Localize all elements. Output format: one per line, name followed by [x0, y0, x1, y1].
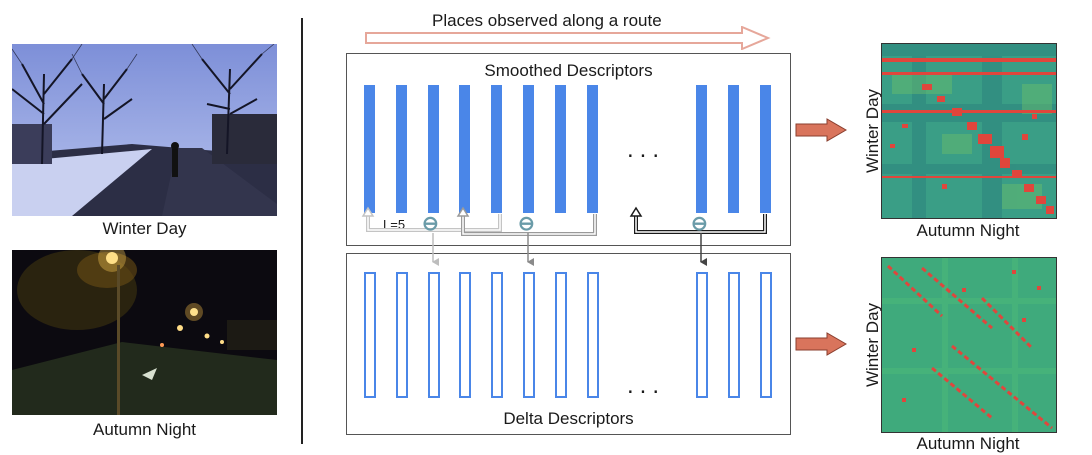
- delta-descriptor-bar: [396, 272, 408, 398]
- photo-caption-autumn-night: Autumn Night: [93, 420, 196, 439]
- smoothed-descriptor-bar: [555, 85, 566, 213]
- delta-descriptor-bar: [728, 272, 740, 398]
- subtract-icon: ⊖: [422, 213, 439, 235]
- right-arrow-icon: [795, 332, 847, 356]
- matrix-x-label: Autumn Night: [916, 221, 1020, 240]
- route-label: Places observed along a route: [432, 11, 662, 30]
- smoothed-descriptor-bar: [523, 85, 534, 213]
- smoothed-descriptor-bar: [459, 85, 470, 213]
- smoothed-ellipsis: ...: [627, 136, 666, 163]
- matrix-y-label: Winter Day: [863, 302, 882, 388]
- smoothed-descriptor-bar: [728, 85, 739, 213]
- smoothed-descriptors-title: Smoothed Descriptors: [484, 61, 653, 80]
- delta-descriptor-bar: [760, 272, 772, 398]
- winter-day-photo: [12, 44, 277, 216]
- delta-descriptor-bar: [696, 272, 708, 398]
- smoothed-descriptor-bar: [396, 85, 407, 213]
- smoothed-descriptor-bar: [696, 85, 707, 213]
- smoothed-descriptor-bar: [760, 85, 771, 213]
- delta-descriptor-bar: [555, 272, 567, 398]
- section-divider: [301, 18, 303, 444]
- delta-descriptor-bar: [428, 272, 440, 398]
- delta-descriptors-panel: ... Delta Descriptors: [346, 253, 791, 435]
- route-arrow: [365, 26, 771, 50]
- delta-descriptor-bar: [587, 272, 599, 398]
- matrix-y-label: Winter Day: [863, 88, 882, 174]
- delta-descriptor-bar: [523, 272, 535, 398]
- difference-connectors: [361, 206, 767, 266]
- smoothed-descriptor-bar: [587, 85, 598, 213]
- matrix-x-label: Autumn Night: [916, 434, 1020, 453]
- autumn-night-photo: [12, 250, 277, 415]
- smoothed-descriptor-bar: [491, 85, 502, 213]
- photo-caption-winter-day: Winter Day: [102, 219, 187, 238]
- smoothed-descriptor-bar: [364, 85, 375, 213]
- smoothed-descriptor-bar: [428, 85, 439, 213]
- delta-descriptors-title: Delta Descriptors: [503, 409, 634, 428]
- subtract-icon: ⊖: [691, 213, 708, 235]
- subtract-icon: ⊖: [518, 213, 535, 235]
- smoothed-descriptors-panel: Smoothed Descriptors ... L=5: [346, 53, 791, 246]
- smoothed-similarity-matrix: [881, 43, 1057, 219]
- delta-descriptor-bar: [364, 272, 376, 398]
- delta-descriptor-bar: [491, 272, 503, 398]
- delta-descriptor-bar: [459, 272, 471, 398]
- delta-ellipsis: ...: [627, 372, 666, 399]
- delta-similarity-matrix: [881, 257, 1057, 433]
- right-arrow-icon: [795, 118, 847, 142]
